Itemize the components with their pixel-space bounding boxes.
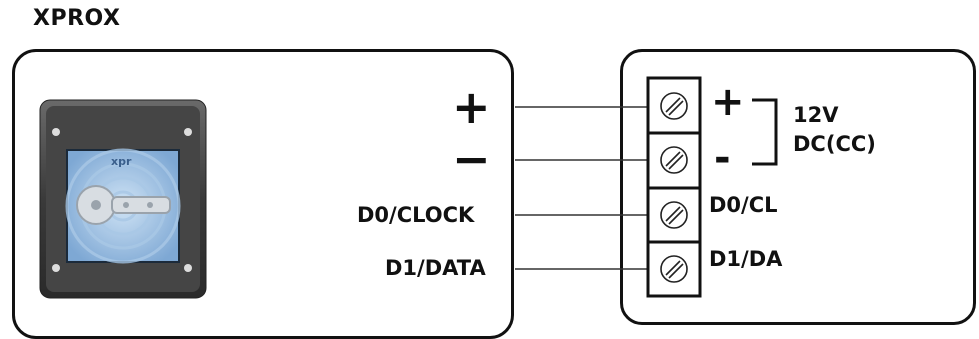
key-icon (76, 185, 171, 225)
screw-hole (52, 128, 60, 136)
right-minus-symbol: - (714, 135, 731, 181)
controller-terminal-box (620, 49, 976, 325)
power-bracket (752, 98, 778, 166)
screw-hole (184, 128, 192, 136)
left-d1-label: D1/DATA (385, 256, 486, 280)
left-minus-symbol: − (452, 132, 491, 186)
screw-hole (52, 264, 60, 272)
right-plus-symbol: + (711, 79, 745, 125)
power-type-label: DC(CC) (793, 132, 876, 156)
terminal-screw-d0 (660, 201, 688, 229)
left-plus-symbol: + (452, 80, 491, 134)
right-d0-label: D0/CL (709, 193, 778, 217)
terminal-screw-plus (660, 92, 688, 120)
terminal-block (646, 76, 702, 298)
left-d0-label: D0/CLOCK (357, 203, 475, 227)
terminal-screw-minus (660, 146, 688, 174)
right-d1-label: D1/DA (709, 247, 783, 271)
card-reader-image: xpr (39, 99, 207, 299)
screw-hole (184, 264, 192, 272)
reader-logo: xpr (111, 155, 132, 168)
power-voltage-label: 12V (793, 103, 839, 127)
diagram-title: XPROX (33, 6, 121, 31)
wires (515, 106, 648, 270)
terminal-screw-d1 (660, 255, 688, 283)
